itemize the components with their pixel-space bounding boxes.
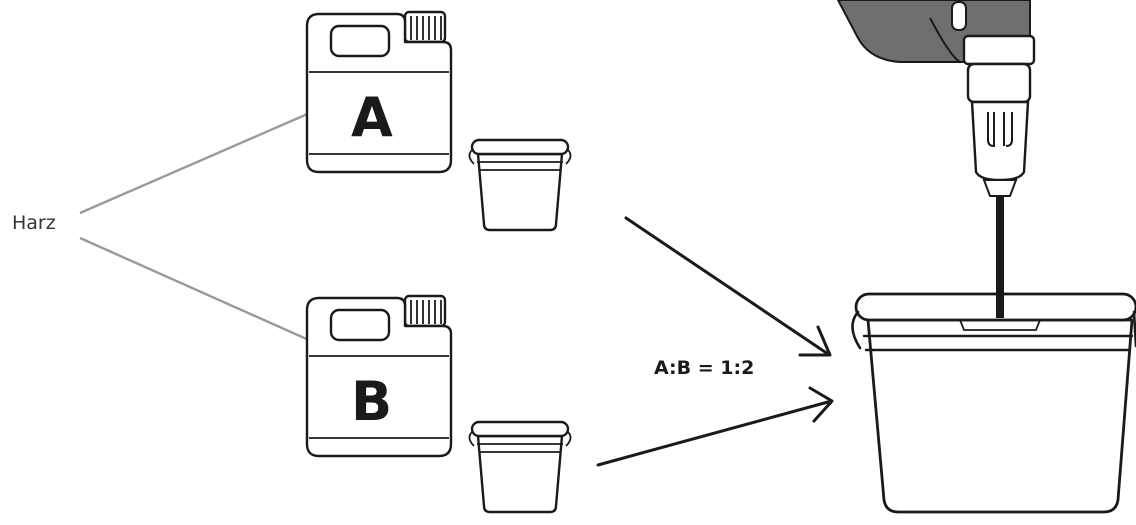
small-bucket-b-icon [468,420,572,514]
canister-a-letter: A [351,86,393,149]
canister-b-icon: B [305,294,453,458]
drill-icon [836,0,1036,316]
arrow-top-icon [624,216,832,357]
canister-b-letter: B [351,370,392,433]
ratio-label: A:B = 1:2 [654,357,754,379]
harz-label: Harz [12,212,56,234]
small-bucket-a-icon [468,138,572,232]
harz-leader-lines [79,110,321,347]
canister-a-icon: A [305,10,453,174]
large-bucket-icon [851,288,1136,514]
arrow-bottom-icon [596,386,834,467]
